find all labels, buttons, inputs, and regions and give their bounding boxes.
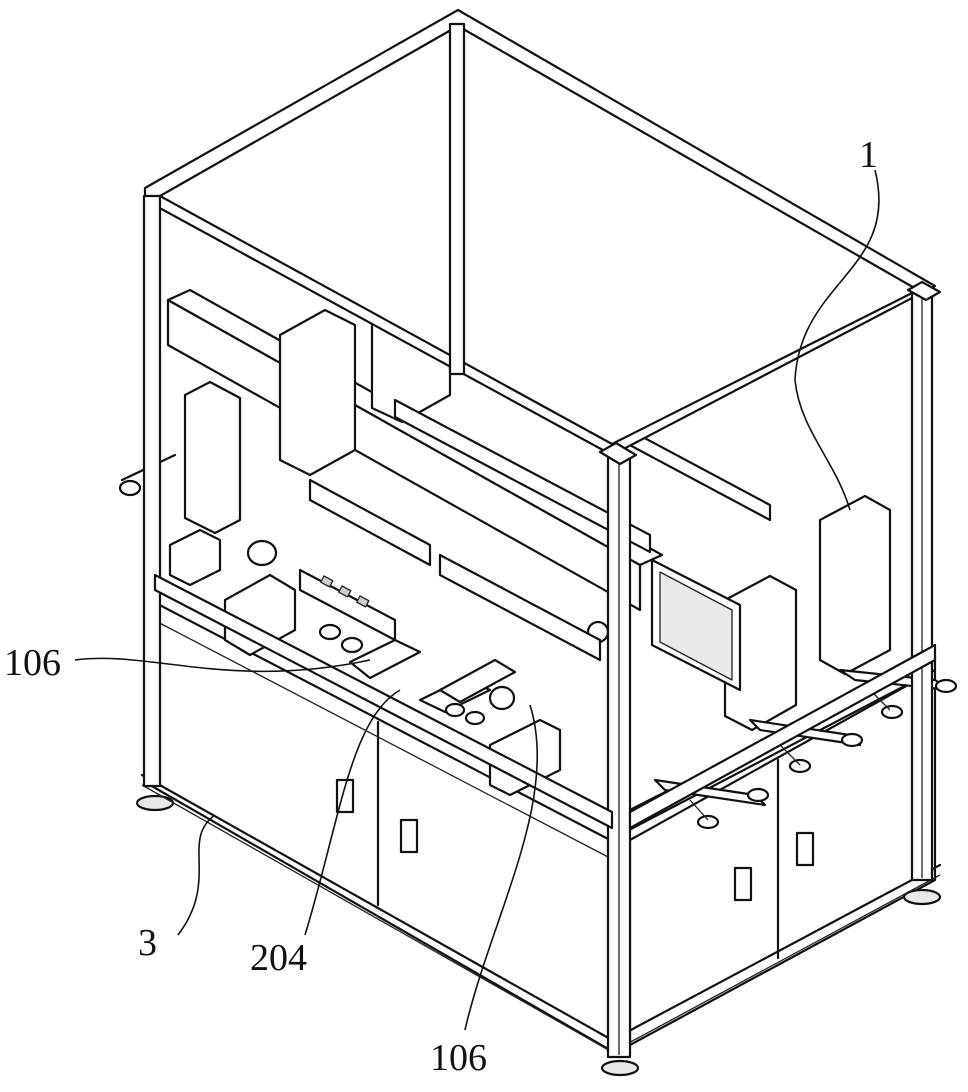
- callout-1: 1: [859, 134, 878, 176]
- callout-204: 204: [250, 937, 307, 979]
- callout-3: 3: [138, 922, 157, 964]
- conveyor-left: [300, 570, 395, 652]
- callout-106-bottom: 106: [430, 1037, 487, 1079]
- callout-106-left: 106: [4, 642, 61, 684]
- cabinet-base: [137, 590, 940, 1075]
